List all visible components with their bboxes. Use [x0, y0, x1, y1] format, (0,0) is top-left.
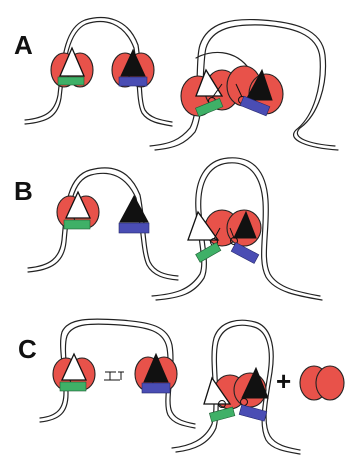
- released-dimer: [300, 366, 344, 400]
- protein-dimer-b-left: [57, 192, 99, 229]
- panel-c: C +: [18, 319, 344, 454]
- green-domain-bar: [60, 382, 86, 391]
- purple-domain-bar: [119, 77, 147, 86]
- drug-symbol-icon: [104, 372, 124, 380]
- protein-domain-b-right: [119, 196, 149, 233]
- protein-dimer-a-right: [112, 50, 154, 87]
- panel-a: A: [14, 18, 338, 150]
- panel-letter-a: A: [14, 30, 33, 60]
- protein-complex-c: [204, 368, 268, 422]
- panel-b: B: [14, 158, 322, 300]
- protein-dimer-a-left: [51, 48, 93, 87]
- green-domain-bar: [196, 243, 221, 263]
- protein-dimer-c-left: [53, 354, 95, 391]
- protein-tetramer-a: [181, 66, 283, 117]
- purple-domain-bar: [142, 383, 170, 393]
- green-domain-bar: [58, 77, 84, 85]
- green-domain-bar: [64, 220, 90, 229]
- panel-letter-c: C: [18, 334, 37, 364]
- dna-strand-b-open-2: [28, 173, 178, 280]
- dna-loop-b-open: [28, 168, 178, 276]
- purple-domain-bar: [119, 223, 149, 233]
- protein-dimer-c-right: [135, 354, 177, 393]
- black-triangle-icon: [120, 196, 148, 222]
- panel-letter-b: B: [14, 176, 33, 206]
- protein-complex-b: [188, 210, 261, 264]
- plus-sign: +: [276, 366, 291, 396]
